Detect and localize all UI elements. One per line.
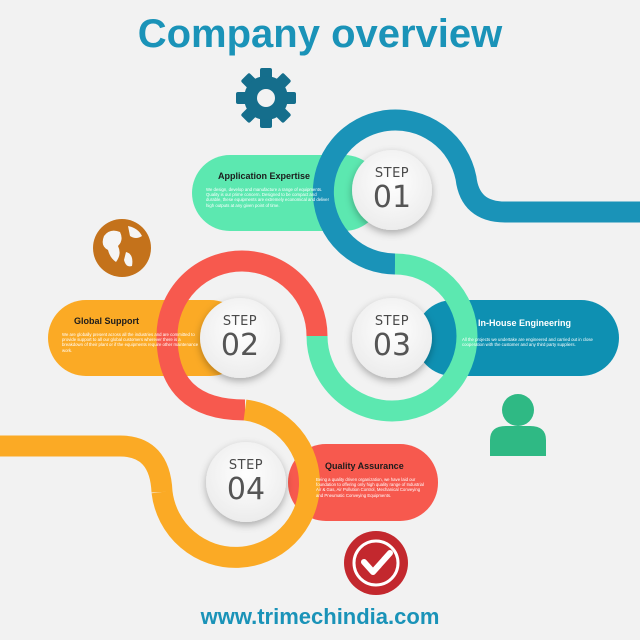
globe-icon [93,219,151,277]
step-03-circle [352,298,432,378]
step-01-title: Application Expertise [218,171,311,181]
step-04-title: Quality Assurance [325,461,404,471]
step-02-label: STEP [222,314,258,329]
step-03-description: All the projects we undertake are engine… [462,337,593,348]
step-02-title: Global Support [74,316,139,326]
step-03-label: STEP [374,314,410,329]
step-01-label: STEP [374,166,410,181]
step-01-circle [352,150,432,230]
red-ribbon [156,250,328,421]
orange-ribbon-loop [151,399,320,568]
step-02-circle [200,298,280,378]
step-04-box [288,444,438,521]
green-ribbon [306,253,478,422]
website-url: www.trimechindia.com [200,604,440,629]
step-01-description: We design, develop and manufacture a ran… [206,187,330,208]
step-04-label: STEP [228,458,264,473]
check-badge-icon [344,531,408,595]
step-02-number: 02 [220,328,260,363]
step-02-box [48,300,248,376]
user-icon [490,394,546,456]
step-04-circle [206,442,286,522]
step-03-title: In-House Engineering [478,318,572,328]
step-02-description: We are globally present across all the i… [62,332,199,353]
orange-ribbon-left [0,435,173,493]
step-01-number: 01 [372,180,412,215]
page-title: Company overview [137,12,503,56]
step-03-number: 03 [372,328,412,363]
gear-icon [236,68,296,128]
teal-ribbon [312,109,640,275]
step-04-number: 04 [226,472,266,507]
step-04-description: Being a quality driven organization, we … [316,477,424,498]
